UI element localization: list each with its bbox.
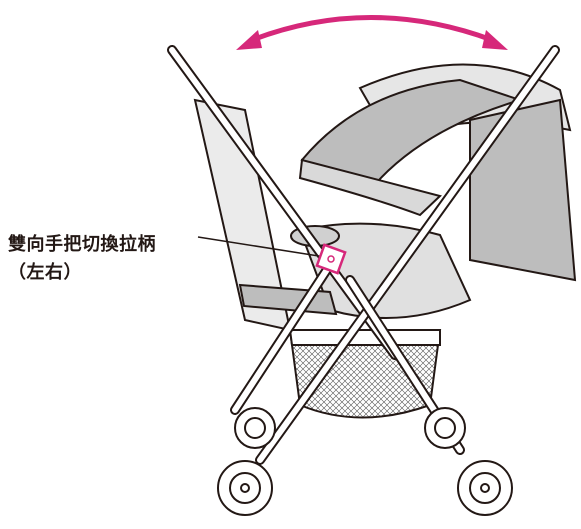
callout-sublabel: （左右） xyxy=(8,262,82,283)
storage-basket xyxy=(288,329,442,419)
canopy xyxy=(298,63,577,282)
callout-label: 雙向手把切換拉柄 xyxy=(8,234,156,255)
front-left-wheel xyxy=(217,460,273,516)
callout-leader-line xyxy=(197,236,326,258)
handle-switch-lever-icon xyxy=(315,243,347,275)
front-right-wheel xyxy=(457,460,513,516)
wheels xyxy=(217,407,513,516)
rear-left-wheel xyxy=(234,407,276,449)
rear-right-wheel xyxy=(424,407,466,449)
reversible-direction-arrow-icon xyxy=(236,15,508,50)
